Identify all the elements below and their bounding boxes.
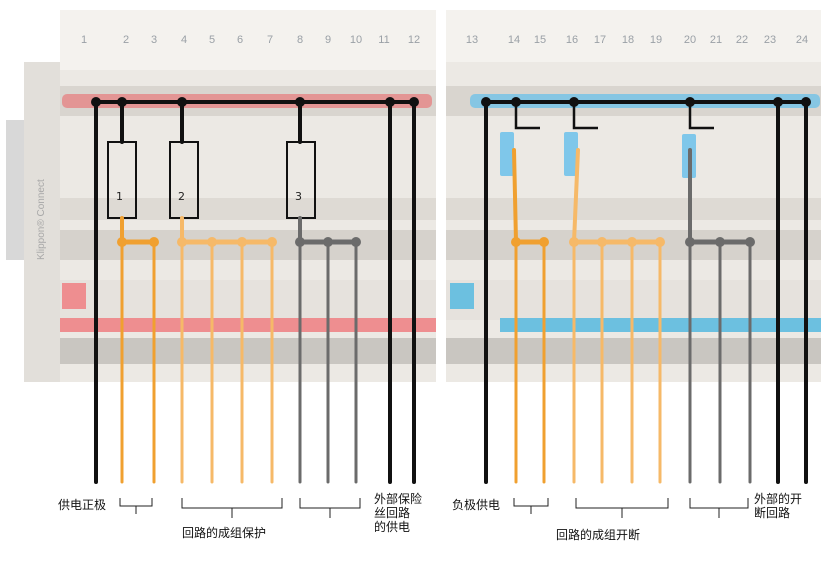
terminal-number: 15 — [533, 34, 547, 46]
terminal-number: 20 — [683, 34, 697, 46]
terminal-number: 10 — [349, 34, 363, 46]
terminal-number: 8 — [296, 34, 304, 46]
bus-junction — [511, 97, 521, 107]
terminal-number: 4 — [180, 34, 188, 46]
bus-junction — [569, 97, 579, 107]
label-external-fuse-supply: 外部保险 丝回路 的供电 — [374, 492, 423, 534]
label-positive-supply: 供电正极 — [58, 498, 107, 512]
label-negative-supply: 负极供电 — [452, 498, 501, 512]
brand-text: Klippon® Connect — [36, 179, 47, 260]
end-bracket — [6, 120, 28, 260]
terminal-number: 6 — [236, 34, 244, 46]
terminal-number: 23 — [763, 34, 777, 46]
terminal-number: 22 — [735, 34, 749, 46]
terminal-number: 21 — [709, 34, 723, 46]
label-group-switching: 回路的成组开断 — [556, 528, 641, 542]
terminal-number: 3 — [150, 34, 158, 46]
fuse-label: 3 — [295, 190, 302, 203]
label-external-switch: 外部的开 断回路 — [754, 492, 803, 520]
wiring — [91, 97, 811, 484]
terminal-number: 17 — [593, 34, 607, 46]
switch-output-wire — [572, 148, 580, 244]
terminal-number: 13 — [465, 34, 479, 46]
label-group-protection: 回路的成组保护 — [182, 526, 267, 540]
terminal-number: 11 — [378, 34, 390, 46]
terminal-number: 16 — [565, 34, 579, 46]
red-marker-band — [60, 318, 436, 332]
terminal-number: 2 — [122, 34, 130, 46]
terminal-number: 19 — [649, 34, 663, 46]
terminal-number: 12 — [407, 34, 421, 46]
terminal-number: 7 — [266, 34, 274, 46]
fuse-label: 1 — [116, 190, 123, 203]
terminal-number: 9 — [324, 34, 332, 46]
group-brackets — [119, 498, 749, 518]
terminal-number: 24 — [795, 34, 809, 46]
terminal-number: 18 — [621, 34, 635, 46]
bus-junction — [685, 97, 695, 107]
terminal-number: 5 — [208, 34, 216, 46]
switch-output-wire — [512, 148, 518, 244]
left-terminal-assembly — [24, 10, 436, 382]
fuse-label: 2 — [178, 190, 185, 203]
terminal-number: 1 — [80, 34, 88, 46]
terminal-number: 14 — [507, 34, 521, 46]
